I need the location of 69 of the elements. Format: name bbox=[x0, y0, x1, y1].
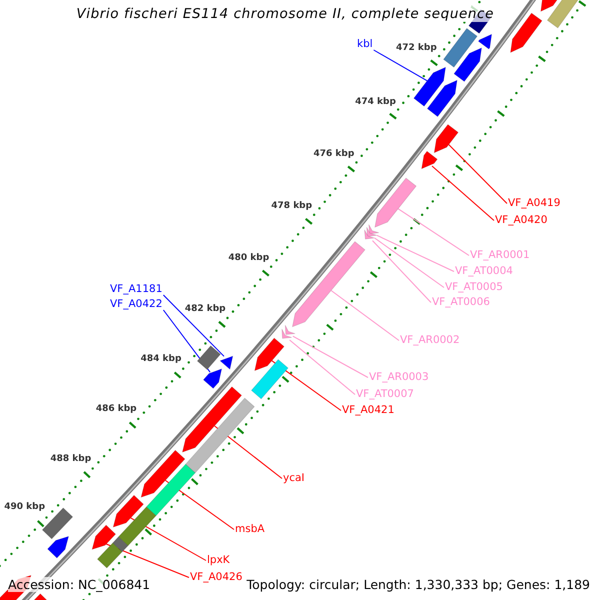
gene-label: VF_A0420 bbox=[495, 214, 548, 227]
gene-bar bbox=[47, 536, 70, 558]
leader-line bbox=[374, 238, 444, 288]
gene-bar bbox=[284, 324, 296, 335]
gene-bar bbox=[118, 506, 156, 546]
gene-bar bbox=[96, 542, 123, 568]
leader-line bbox=[398, 208, 470, 256]
map-title: Vibrio fischeri ES114 chromosome II, complete sequence bbox=[76, 6, 494, 22]
leader-line bbox=[162, 310, 211, 373]
gene-bar bbox=[413, 66, 446, 107]
leader-line bbox=[373, 50, 428, 82]
gene-bar bbox=[146, 464, 196, 516]
tick-label: 482 kbp bbox=[184, 304, 226, 315]
leader-line bbox=[376, 234, 454, 272]
tick-label: 490 kbp bbox=[4, 502, 46, 514]
gene-label: msbA bbox=[235, 523, 265, 536]
gene-label: VF_A0426 bbox=[190, 571, 242, 584]
gene-bar bbox=[182, 386, 242, 453]
leader-line bbox=[372, 240, 432, 303]
gene-bar bbox=[366, 226, 378, 237]
gene-bar bbox=[185, 398, 255, 474]
gene-bar bbox=[250, 359, 289, 400]
gene-bar bbox=[434, 124, 459, 154]
tick-label: 472 kbp bbox=[396, 43, 437, 54]
leader-line bbox=[292, 336, 368, 378]
gene-label: VF_AT0007 bbox=[356, 388, 414, 401]
leader-line bbox=[330, 290, 400, 341]
gene-label: VF_A0421 bbox=[342, 404, 394, 417]
gene-label: VF_AR0003 bbox=[369, 371, 429, 384]
accession-text: Accession: NC_006841 bbox=[8, 577, 150, 592]
gene-bar bbox=[443, 28, 478, 68]
gene-label: VF_A0419 bbox=[508, 197, 560, 210]
tick-label: 474 kbp bbox=[355, 96, 396, 108]
gene-bar bbox=[454, 47, 482, 82]
gene-label: VF_AT0006 bbox=[432, 296, 490, 309]
gene-bar bbox=[421, 150, 438, 170]
gene-bar bbox=[292, 241, 366, 328]
leader-line bbox=[162, 294, 224, 357]
tick-label: 488 kbp bbox=[50, 454, 92, 465]
gene-bar bbox=[426, 80, 458, 118]
gene-bar bbox=[364, 230, 375, 240]
gene-bar bbox=[196, 345, 221, 370]
gene-label: VF_AR0001 bbox=[470, 249, 530, 262]
leader-line bbox=[432, 166, 494, 221]
leader-line bbox=[289, 340, 356, 395]
leader-line bbox=[448, 144, 508, 204]
gene-bar bbox=[510, 12, 542, 53]
gene-label: VF_A1181 bbox=[110, 283, 162, 296]
gene-label: VF_A0422 bbox=[110, 298, 162, 311]
gene-label: VF_AR0002 bbox=[400, 334, 460, 347]
gene-label: VF_AT0005 bbox=[445, 281, 503, 294]
gene-bar bbox=[202, 368, 222, 389]
tick-label: 480 kbp bbox=[228, 252, 270, 264]
gene-bar bbox=[282, 328, 292, 339]
gene-label: ycaI bbox=[283, 472, 305, 485]
tick-label: 486 kbp bbox=[96, 404, 137, 416]
gene-bar bbox=[112, 494, 144, 528]
gene-bar bbox=[254, 338, 285, 372]
gene-label: lpxK bbox=[207, 554, 230, 567]
tick-label: 484 kbp bbox=[140, 354, 182, 366]
gene-bar bbox=[112, 536, 128, 552]
gene-label: kbl bbox=[357, 38, 373, 51]
sequence-info-text: Topology: circular; Length: 1,330,333 bp; Genes: 1,189 bbox=[246, 577, 590, 592]
gene-label: VF_AT0004 bbox=[455, 265, 513, 278]
gene-bar bbox=[374, 178, 417, 228]
tick-label: 476 kbp bbox=[314, 149, 354, 160]
gene-bar bbox=[368, 224, 380, 234]
gene-bar bbox=[140, 450, 186, 498]
tick-label: 478 kbp bbox=[271, 201, 312, 212]
